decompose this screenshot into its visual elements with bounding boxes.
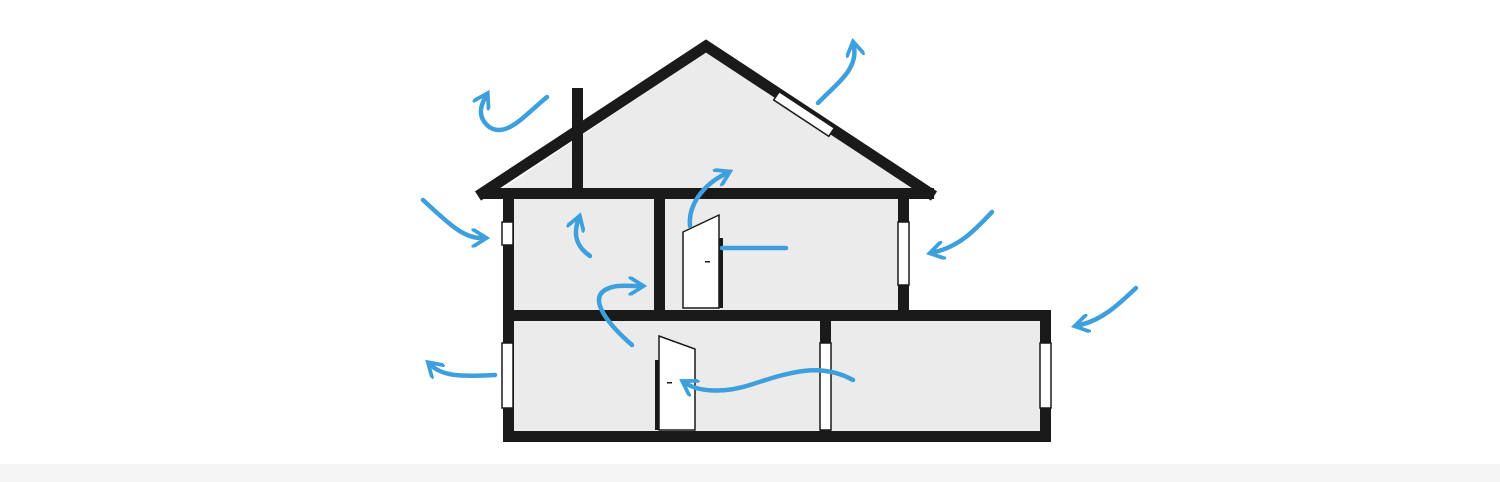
upper-floor bbox=[480, 188, 934, 314]
airflow-arrow-icon bbox=[815, 47, 854, 106]
upper-left-wall bbox=[503, 190, 514, 314]
window-icon bbox=[501, 342, 514, 409]
airflow-arrow-icon bbox=[596, 286, 638, 348]
airflow-arrows bbox=[420, 47, 1139, 391]
chimney bbox=[572, 88, 583, 192]
airflow-arrow-icon bbox=[1080, 285, 1139, 325]
window-icon bbox=[772, 90, 836, 138]
attic-fill bbox=[498, 52, 920, 192]
roof bbox=[474, 39, 938, 201]
bottom-strip bbox=[0, 464, 1500, 482]
ground-floor-base bbox=[503, 431, 1051, 442]
window-icon bbox=[501, 221, 514, 246]
door-icon bbox=[655, 334, 696, 431]
airflow-arrow-icon bbox=[432, 366, 498, 376]
roof-window bbox=[772, 90, 836, 138]
airflow-arrow-icon bbox=[576, 221, 593, 259]
airflow-arrow-icon bbox=[935, 209, 995, 252]
airflow-arrow-icon bbox=[481, 97, 550, 133]
window-icon bbox=[897, 221, 910, 286]
airflow-arrow-icon bbox=[687, 368, 856, 390]
airflow-arrow-icon bbox=[687, 174, 725, 229]
roof-outline bbox=[474, 39, 938, 201]
window-icon bbox=[819, 342, 832, 431]
upper-interior-wall bbox=[654, 196, 665, 310]
door-icon bbox=[682, 213, 723, 309]
window-icon bbox=[1039, 342, 1052, 409]
airflow-arrow-icon bbox=[420, 197, 481, 238]
ceiling-beam bbox=[480, 188, 934, 199]
mid-floor-slab bbox=[503, 310, 1051, 321]
